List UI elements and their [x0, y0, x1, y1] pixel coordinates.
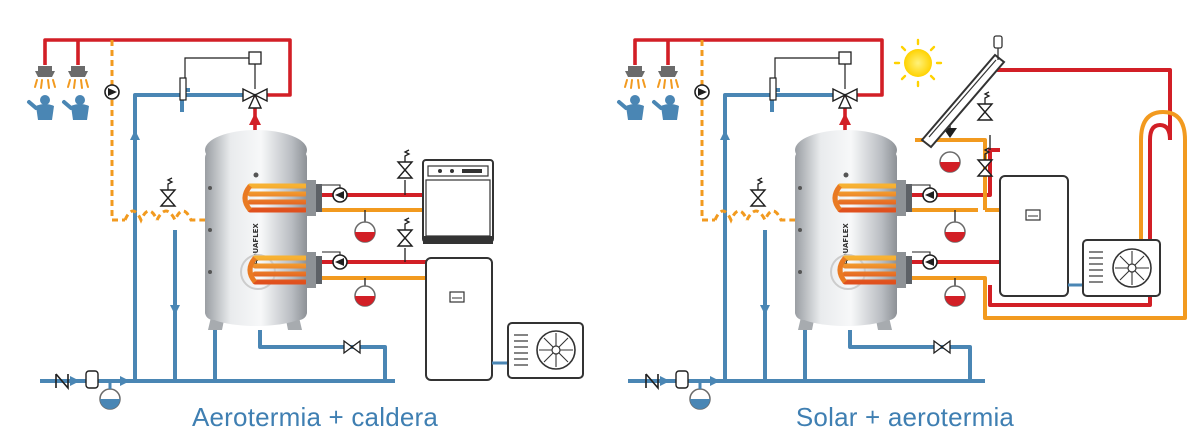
solar-collector-icon — [920, 35, 1006, 149]
storage-tank: AQUAFLEX — [205, 130, 322, 330]
pump-icon — [104, 84, 120, 100]
pump-icon — [332, 254, 348, 270]
upper-heat-exchanger-coil — [832, 180, 912, 216]
tank-brand-label: AQUAFLEX — [842, 223, 850, 265]
filter-icon — [85, 370, 99, 389]
gate-valve-icon — [933, 339, 951, 355]
gate-valve-icon — [343, 339, 361, 355]
shower-icon — [624, 65, 646, 89]
tank-brand-label: AQUAFLEX — [252, 223, 260, 265]
expansion-vessel-icon — [99, 388, 121, 410]
fan-icon — [1112, 248, 1152, 288]
expansion-vessel-icon — [354, 285, 376, 307]
safety-valve-icon — [977, 91, 993, 121]
pump-icon — [332, 187, 348, 203]
storage-tank: AQUAFLEX — [795, 130, 912, 330]
expansion-vessel-icon — [354, 221, 376, 243]
filter-icon — [675, 370, 689, 389]
shower-icon — [34, 65, 56, 89]
expansion-vessel-icon — [689, 388, 711, 410]
person-icon — [617, 93, 646, 122]
safety-valve-icon — [160, 177, 176, 207]
boiler-icon — [422, 159, 494, 244]
heat-pump-indoor-icon — [999, 175, 1069, 297]
expansion-vessel-icon — [939, 151, 961, 173]
safety-valve-icon — [750, 177, 766, 207]
lower-heat-exchanger-coil — [830, 252, 912, 290]
pump-icon — [694, 84, 710, 100]
heat-pump-outdoor-icon — [507, 322, 584, 379]
pump-icon — [922, 254, 938, 270]
pump-icon — [922, 187, 938, 203]
shower-icon — [657, 65, 679, 89]
heat-pump-outdoor-icon — [1082, 239, 1161, 297]
lower-heat-exchanger-coil — [240, 252, 322, 290]
check-valve-icon — [645, 373, 659, 391]
caption-right: Solar + aerotermia — [795, 402, 1015, 432]
expansion-vessel-icon — [944, 221, 966, 243]
caption-left: Aerotermia + caldera — [191, 402, 439, 432]
recirculation-piping — [110, 40, 205, 224]
schematic-aerotermia-caldera: AQUAFLEX — [27, 38, 584, 410]
sun-icon — [893, 38, 943, 88]
person-icon — [27, 93, 56, 122]
recirculation-piping — [700, 40, 795, 224]
safety-valve-icon — [397, 217, 413, 247]
person-icon — [652, 93, 681, 122]
upper-heat-exchanger-coil — [242, 180, 322, 216]
expansion-vessel-icon — [944, 285, 966, 307]
fan-icon — [536, 330, 576, 370]
person-icon — [62, 93, 91, 122]
three-way-valve-icon — [769, 51, 858, 109]
safety-valve-icon — [397, 149, 413, 179]
check-valve-icon — [55, 373, 69, 391]
shower-icon — [67, 65, 89, 89]
schematic-solar-aerotermia: AQUAFLEX — [617, 35, 1187, 410]
three-way-valve-icon — [179, 51, 268, 109]
heat-pump-indoor-icon — [425, 257, 493, 381]
